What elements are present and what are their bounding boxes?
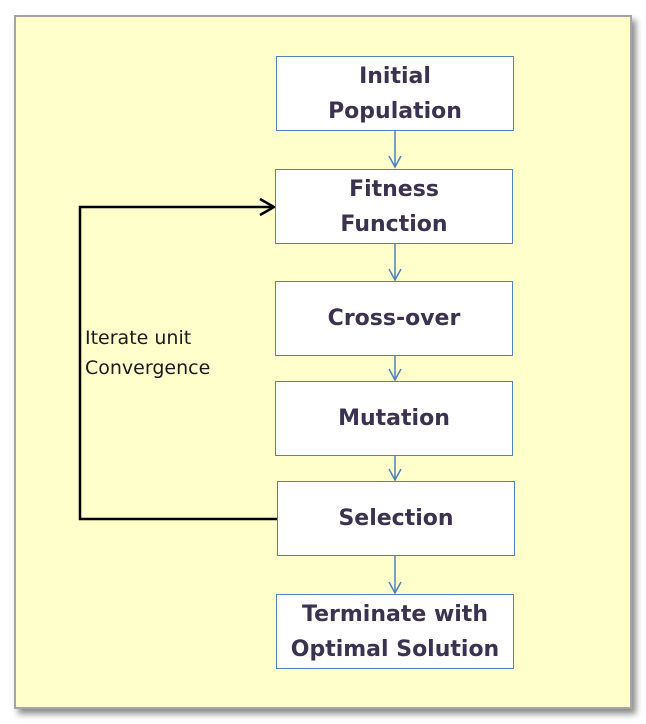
step-fitness-function-line-2: Function [340, 211, 448, 237]
step-terminate: Terminate with Optimal Solution [276, 594, 514, 669]
step-terminate-line-2: Optimal Solution [290, 636, 500, 662]
step-mutation: Mutation [275, 381, 513, 456]
step-initial-population-line-1: Initial [359, 63, 431, 89]
step-fitness-function-line-1: Fitness [349, 176, 439, 202]
arrowhead-fitness-to-crossover [388, 268, 402, 282]
iteration-loop [78, 197, 277, 521]
arrowhead-mutation-to-selection [388, 468, 402, 482]
step-cross-over: Cross-over [275, 281, 513, 356]
step-selection: Selection [277, 481, 515, 556]
step-fitness-function: Fitness Function [275, 169, 513, 244]
loop-arrowhead [259, 197, 277, 217]
arrowhead-crossover-to-mutation [388, 368, 402, 382]
step-terminate-line-1: Terminate with [302, 601, 488, 627]
loop-label-line-1: Iterate unit [85, 327, 192, 349]
loop-label-line-2: Convergence [85, 357, 211, 379]
step-selection-line-1: Selection [338, 506, 454, 531]
loop-line [78, 205, 277, 521]
loop-label: Iterate unit Convergence [85, 323, 210, 383]
flow-arrows [388, 131, 402, 595]
step-initial-population-line-2: Population [328, 98, 462, 124]
step-mutation-line-1: Mutation [338, 406, 450, 431]
step-cross-over-line-1: Cross-over [327, 306, 461, 331]
step-initial-population: Initial Population [276, 56, 514, 131]
arrowhead-initial-to-fitness [388, 155, 402, 169]
arrowhead-selection-to-terminate [388, 581, 402, 595]
